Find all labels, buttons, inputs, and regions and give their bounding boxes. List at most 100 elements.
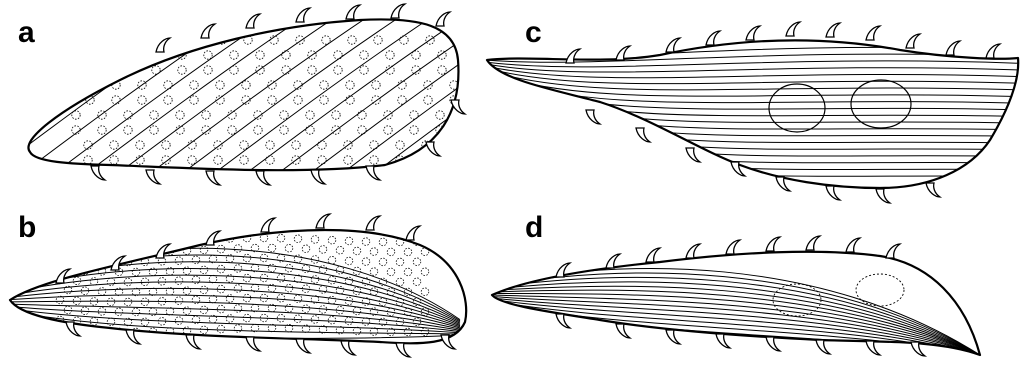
cilium-dot [124, 238, 132, 246]
cilium-dot [424, 96, 432, 104]
stripe [20, 10, 250, 175]
spine [556, 314, 570, 328]
cilium-dot [285, 244, 293, 252]
cilium-dot [358, 111, 366, 119]
cilium-dot [474, 156, 482, 164]
cilium-dot [183, 287, 191, 295]
spine [906, 34, 920, 48]
cilium-dot [73, 257, 81, 265]
cilium-dot [370, 268, 378, 276]
stripe [436, 10, 666, 175]
cilium-dot [234, 305, 242, 313]
stripe [487, 92, 1020, 157]
cilium-dot [370, 248, 378, 256]
cilium-dot [60, 81, 68, 89]
cilium-dot [302, 245, 310, 253]
stripe [244, 10, 474, 175]
cilium-dot [110, 141, 118, 149]
cilium-dot [421, 328, 429, 336]
cilium-dot [422, 156, 430, 164]
panel-a-spines [91, 4, 465, 185]
cilium-dot [370, 141, 378, 149]
panel-c-nucleus-left [769, 84, 825, 132]
cilium-dot [81, 327, 89, 335]
cilium-dot [285, 304, 293, 312]
spine [706, 31, 720, 45]
stripe [5, 248, 460, 319]
cilium-dot [424, 81, 432, 89]
cilium-dot [175, 317, 183, 325]
spine [186, 335, 200, 349]
cilium-dot [200, 246, 208, 254]
spine [311, 170, 325, 184]
spine [366, 216, 380, 230]
cilium-dot [192, 256, 200, 264]
spine [826, 23, 840, 37]
cilium-dot [379, 238, 387, 246]
cilium-dot [124, 126, 132, 134]
cilium-dot [386, 51, 394, 59]
cilium-dot [362, 258, 370, 266]
cilium-dot [98, 126, 106, 134]
cilium-dot [115, 248, 123, 256]
cilium-dot [132, 268, 140, 276]
cilium-dot [226, 315, 234, 323]
cilium-dot [228, 126, 236, 134]
cilium-dot [421, 288, 429, 296]
cilium-dot [178, 66, 186, 74]
cilium-dot [294, 96, 302, 104]
panel-label-d: d [525, 213, 543, 243]
spine [806, 236, 820, 250]
cilium-dot [410, 111, 418, 119]
cilium-dot [302, 305, 310, 313]
cilium-dot [158, 258, 166, 266]
stripe [180, 10, 410, 175]
cilium-dot [204, 66, 212, 74]
cilium-dot [254, 126, 262, 134]
cilium-dot [474, 141, 482, 149]
cilium-dot [311, 316, 319, 324]
cilium-dot [438, 66, 446, 74]
cilium-dot [345, 237, 353, 245]
cilium-dot [162, 141, 170, 149]
cilium-dot [226, 295, 234, 303]
cilium-dot [234, 285, 242, 293]
cilium-dot [384, 126, 392, 134]
cilium-dot [345, 317, 353, 325]
cilium-dot [346, 81, 354, 89]
cilium-dot [370, 156, 378, 164]
stripe [148, 10, 378, 175]
spine [986, 44, 1000, 58]
cilium-dot [243, 314, 251, 322]
cilium-dot [282, 51, 290, 59]
stripe [487, 47, 1020, 58]
cilium-dot [268, 244, 276, 252]
cilium-dot [360, 51, 368, 59]
cilium-dot [138, 96, 146, 104]
cilium-dot [348, 36, 356, 44]
cilium-dot [73, 237, 81, 245]
cilium-dot [132, 248, 140, 256]
cilium-dot [306, 111, 314, 119]
cilium-dot [358, 126, 366, 134]
cilium-dot [98, 111, 106, 119]
cilium-dot [200, 266, 208, 274]
cilium-dot [204, 51, 212, 59]
cilium-dot [353, 247, 361, 255]
cilium-dot [334, 66, 342, 74]
cilium-dot [410, 126, 418, 134]
stripe [492, 282, 980, 355]
cilium-dot [175, 237, 183, 245]
cilium-dot [398, 96, 406, 104]
panel-label-b: b [18, 213, 36, 243]
spine [206, 171, 220, 185]
cilium-dot [234, 325, 242, 333]
cilium-dot [294, 315, 302, 323]
cilium-dot [256, 66, 264, 74]
cilium-dot [164, 81, 172, 89]
cilium-dot [374, 36, 382, 44]
cilium-dot [243, 274, 251, 282]
cilium-dot [353, 307, 361, 315]
cilium-dot [90, 278, 98, 286]
spine [56, 269, 70, 283]
